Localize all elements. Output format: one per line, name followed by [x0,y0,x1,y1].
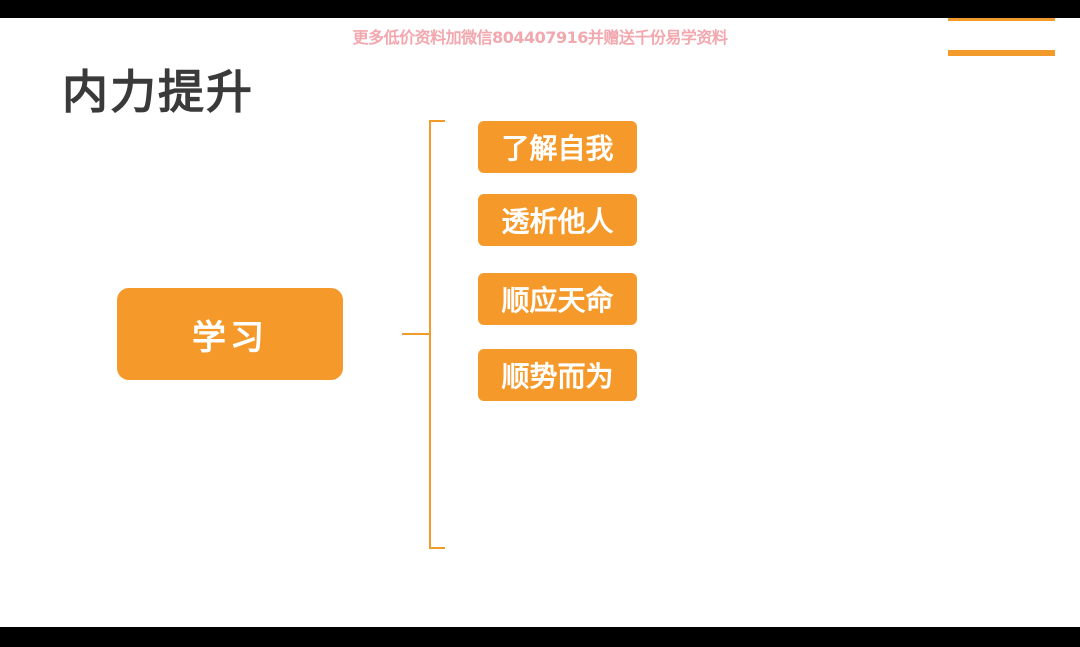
decor-bar [948,50,1055,56]
page-title: 内力提升 [62,65,254,119]
branch-node: 顺势而为 [478,349,637,401]
decor-bar-top [948,18,1055,21]
slide: 更多低价资料加微信804407916并赠送千份易学资料 内力提升 学习 了解自我… [0,18,1080,627]
watermark: 更多低价资料加微信804407916并赠送千份易学资料 [352,28,728,47]
branch-node: 透析他人 [478,194,637,246]
branch-node: 顺应天命 [478,273,637,325]
center-node: 学习 [117,288,343,380]
bracket [402,120,445,549]
branch-node: 了解自我 [478,121,637,173]
